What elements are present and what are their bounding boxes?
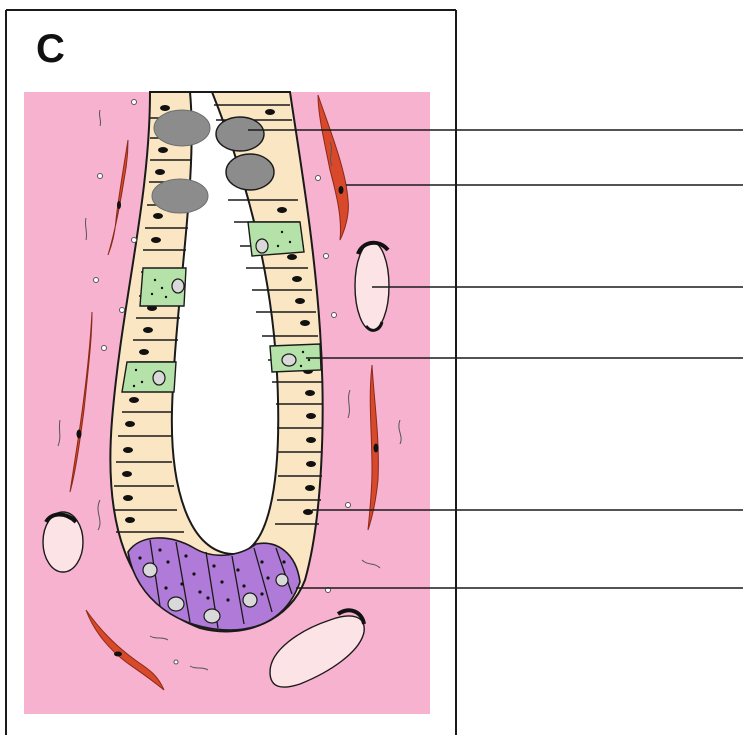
goblet-cell-icon [140, 268, 186, 306]
mitotic-figure-icon [216, 117, 264, 151]
mitotic-figure-icon [154, 110, 210, 146]
panel-letter: C [36, 27, 65, 71]
goblet-cell-icon [122, 362, 176, 392]
goblet-cell-icon [248, 222, 304, 256]
blood-vessel-icon [43, 512, 83, 572]
mitotic-figure-icon [152, 179, 208, 213]
mitotic-figure-icon [226, 154, 274, 190]
blood-vessel-icon [355, 242, 389, 330]
